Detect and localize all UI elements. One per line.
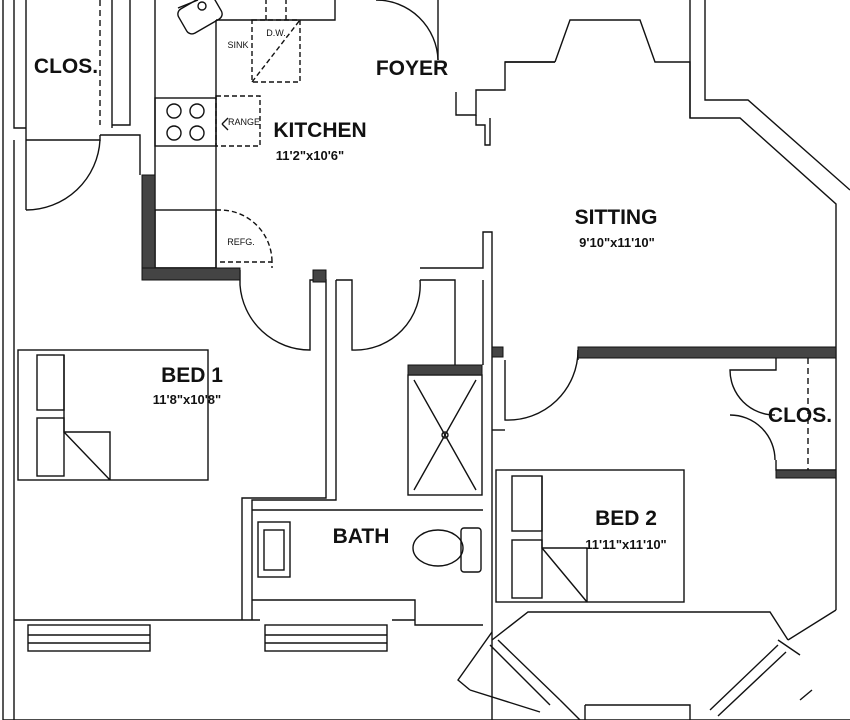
kitchen-bed1-wall bbox=[239, 231, 493, 720]
bay-windows bbox=[457, 611, 813, 720]
closet-2-label: CLOS. bbox=[768, 404, 832, 427]
closet-1-walls bbox=[25, 0, 141, 211]
bed-2-label: BED 2 bbox=[595, 507, 657, 530]
bath-label: BATH bbox=[333, 525, 390, 548]
range-fixture bbox=[154, 95, 261, 147]
bed-2-dims: 11'11"x11'10" bbox=[585, 537, 666, 552]
closet-1-label: CLOS. bbox=[34, 55, 98, 78]
fixture-labels: SINK D.W. RANGE REFG. bbox=[227, 28, 286, 247]
kitchen-dims: 11'2"x10'6" bbox=[276, 148, 344, 163]
sitting-label: SITTING bbox=[575, 206, 658, 229]
foyer-walls bbox=[375, 0, 691, 146]
bed-1-dims: 11'8"x10'8" bbox=[153, 392, 221, 407]
solid-wall-segments bbox=[141, 174, 837, 479]
kitchen-label: KITCHEN bbox=[273, 119, 366, 142]
bed-1-label: BED 1 bbox=[161, 364, 223, 387]
sink-fixture bbox=[177, 0, 223, 35]
sink-label: SINK bbox=[227, 40, 248, 50]
dishwasher-label: D.W. bbox=[266, 28, 286, 38]
dishwasher-fixture bbox=[251, 0, 301, 83]
room-labels: CLOS. FOYER KITCHEN 11'2"x10'6" SITTING … bbox=[34, 55, 832, 552]
bed-2-bed bbox=[495, 469, 685, 603]
range-label: RANGE bbox=[228, 117, 260, 127]
foyer-label: FOYER bbox=[376, 57, 448, 80]
refrigerator-label: REFG. bbox=[227, 237, 255, 247]
sitting-dims: 9'10"x11'10" bbox=[579, 235, 655, 250]
bed-1-bed bbox=[17, 349, 209, 481]
bottom-windows bbox=[27, 619, 415, 652]
